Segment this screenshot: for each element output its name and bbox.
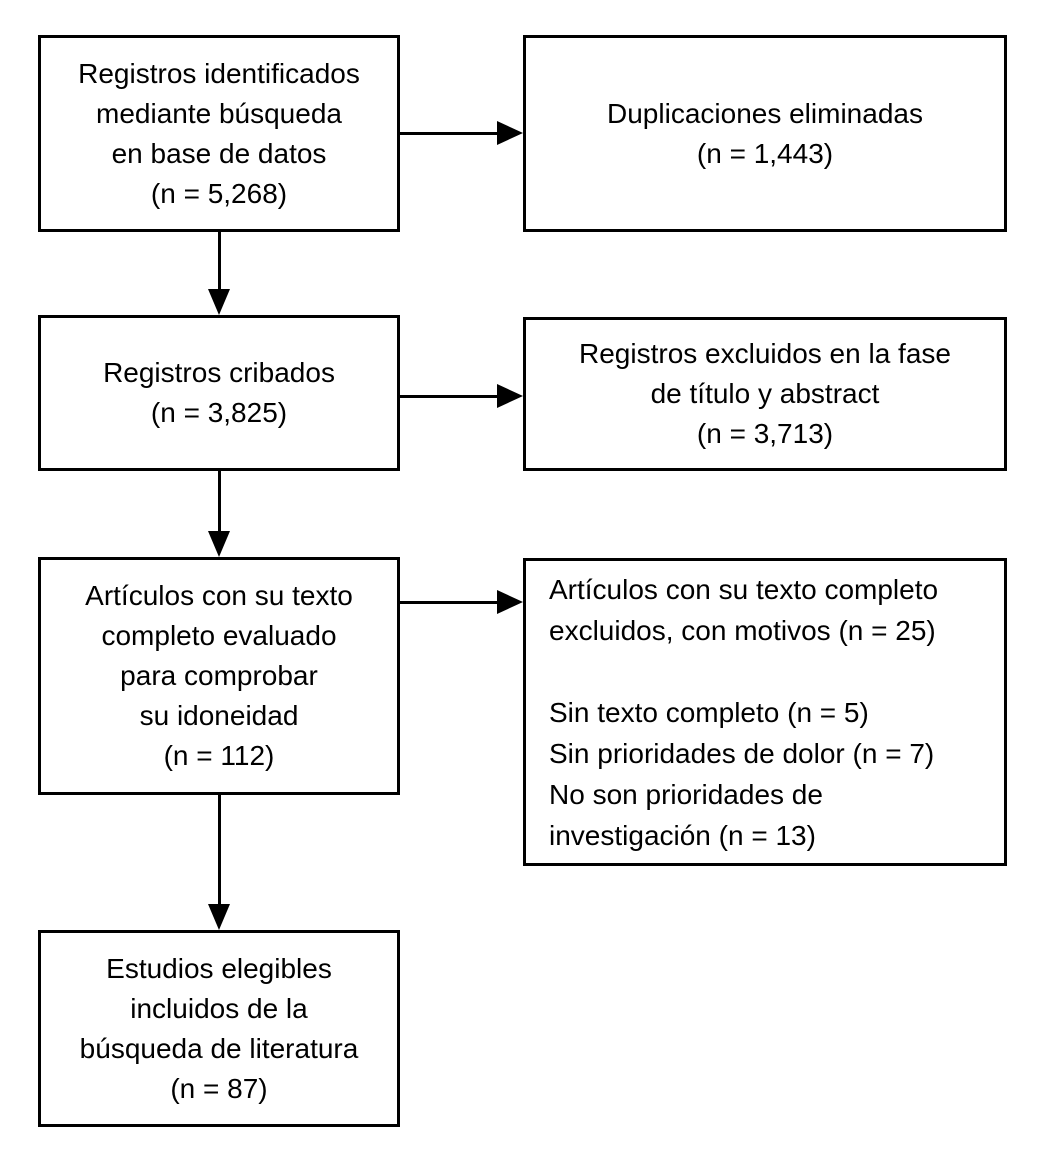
arrow-identified-to-duplicates	[400, 121, 523, 145]
text-line: incluidos de la	[130, 992, 308, 1024]
arrow-shaft	[400, 394, 497, 398]
arrow-shaft	[217, 232, 221, 289]
text-line: Duplicaciones eliminadas	[607, 97, 923, 129]
box-fulltext-excluded: Artículos con su texto completo excluidos…	[523, 558, 1007, 866]
arrow-fulltext-to-excluded	[400, 590, 523, 614]
text-line: excluidos, con motivos (n = 25)	[549, 614, 936, 646]
arrow-fulltext-to-included	[208, 795, 230, 930]
text-line: investigación (n = 13)	[549, 819, 816, 851]
text-line: (n = 87)	[170, 1072, 268, 1104]
text-line: No son prioridades de	[549, 778, 823, 810]
text-line: Registros cribados	[103, 357, 335, 388]
arrowhead-down-icon	[208, 289, 230, 315]
text-line	[549, 651, 990, 692]
text-line: (n = 112)	[163, 740, 275, 771]
text-line: para comprobar	[120, 660, 318, 691]
box-records-identified: Registros identificados mediante búsqueda…	[38, 35, 400, 232]
text-line: Artículos con su texto	[85, 580, 353, 611]
text-line: Estudios elegibles	[106, 952, 332, 984]
box-excluded-title-abstract: Registros excluidos en la fase de título …	[523, 317, 1007, 471]
arrow-shaft	[400, 600, 497, 604]
text-line: (n = 3,713)	[696, 418, 834, 449]
text-line: (n = 3,825)	[150, 397, 288, 428]
box-fulltext-assessed: Artículos con su texto completo evaluado p…	[38, 557, 400, 795]
arrowhead-right-icon	[497, 384, 523, 408]
text-line: su idoneidad	[139, 700, 299, 731]
arrowhead-right-icon	[497, 121, 523, 145]
arrow-shaft	[217, 471, 221, 531]
text-line: completo evaluado	[101, 620, 337, 651]
text-line: (n = 1,443)	[696, 137, 834, 169]
text-line: de título y abstract	[650, 378, 880, 409]
arrowhead-down-icon	[208, 531, 230, 557]
arrow-shaft	[217, 795, 221, 904]
text-line: mediante búsqueda	[96, 97, 342, 129]
arrow-identified-to-screened	[208, 232, 230, 315]
text-line: Artículos con su texto completo	[549, 573, 939, 605]
box-records-screened: Registros cribados (n = 3,825)	[38, 315, 400, 471]
box-duplicates-removed: Duplicaciones eliminadas (n = 1,443)	[523, 35, 1007, 232]
text-line: Registros excluidos en la fase	[579, 338, 951, 369]
arrow-screened-to-excluded	[400, 384, 523, 408]
text-line: Registros identificados	[78, 57, 360, 89]
arrowhead-down-icon	[208, 904, 230, 930]
arrow-screened-to-fulltext	[208, 471, 230, 557]
arrow-shaft	[400, 131, 497, 135]
text-line: en base de datos	[111, 137, 327, 169]
box-studies-included: Estudios elegibles incluidos de la búsqued…	[38, 930, 400, 1127]
text-line: Sin prioridades de dolor (n = 7)	[549, 737, 935, 769]
text-line: Sin texto completo (n = 5)	[549, 696, 869, 728]
arrowhead-right-icon	[497, 590, 523, 614]
text-line: (n = 5,268)	[150, 177, 288, 209]
text-line: búsqueda de literatura	[79, 1032, 359, 1064]
